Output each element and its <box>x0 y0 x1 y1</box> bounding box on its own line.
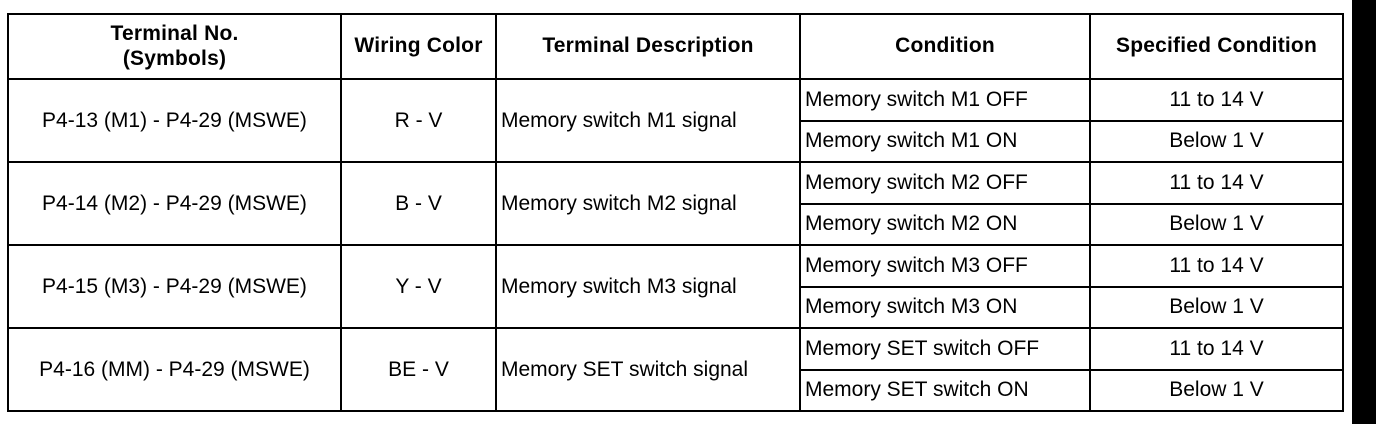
terminal-cell: P4-15 (M3) - P4-29 (MSWE) <box>7 244 342 329</box>
table-row: P4-15 (M3) - P4-29 (MSWE) Y - V Memory s… <box>7 244 1344 329</box>
condition-cell: Memory switch M2 OFF <box>799 161 1091 205</box>
table-row: P4-16 (MM) - P4-29 (MSWE) BE - V Memory … <box>7 327 1344 412</box>
table-row: Memory switch M1 ON Below 1 V <box>8 119 1344 163</box>
header-specified-condition: Specified Condition <box>1089 13 1344 80</box>
table-header-row: Terminal No. (Symbols) Wiring Color Term… <box>7 13 1344 80</box>
wiring-color-cell: R - V <box>340 78 497 163</box>
specified-cell: Below 1 V <box>1089 285 1344 329</box>
header-wiring-color: Wiring Color <box>340 13 497 80</box>
specified-cell: 11 to 14 V <box>1089 78 1344 122</box>
specified-cell: 11 to 14 V <box>1089 327 1344 371</box>
specified-cell: Below 1 V <box>1089 119 1344 163</box>
wiring-color-cell: BE - V <box>340 327 497 412</box>
specified-cell: Below 1 V <box>1089 368 1344 412</box>
table-row: P4-13 (M1) - P4-29 (MSWE) R - V Memory s… <box>7 78 1344 163</box>
terminal-cell: P4-14 (M2) - P4-29 (MSWE) <box>7 161 342 246</box>
header-terminal-description: Terminal Description <box>495 13 801 80</box>
header-terminal-line1: Terminal No. <box>110 22 239 46</box>
table-row: Memory switch M3 ON Below 1 V <box>8 285 1344 329</box>
terminal-cell: P4-13 (M1) - P4-29 (MSWE) <box>7 78 342 163</box>
table-row: P4-14 (M2) - P4-29 (MSWE) B - V Memory s… <box>7 161 1344 246</box>
specified-cell: Below 1 V <box>1089 202 1344 246</box>
condition-cell: Memory switch M3 ON <box>799 285 1091 329</box>
table-row: Memory switch M2 ON Below 1 V <box>8 202 1344 246</box>
wiring-color-cell: B - V <box>340 161 497 246</box>
terminal-spec-table: Terminal No. (Symbols) Wiring Color Term… <box>7 13 1344 412</box>
condition-cell: Memory SET switch OFF <box>799 327 1091 371</box>
specified-cell: 11 to 14 V <box>1089 161 1344 205</box>
description-cell: Memory switch M2 signal <box>495 161 801 246</box>
condition-cell: Memory switch M3 OFF <box>799 244 1091 288</box>
condition-cell: Memory SET switch ON <box>799 368 1091 412</box>
description-cell: Memory switch M3 signal <box>495 244 801 329</box>
description-cell: Memory switch M1 signal <box>495 78 801 163</box>
description-cell: Memory SET switch signal <box>495 327 801 412</box>
condition-cell: Memory switch M1 ON <box>799 119 1091 163</box>
table-row: Memory SET switch ON Below 1 V <box>8 368 1344 412</box>
condition-cell: Memory switch M2 ON <box>799 202 1091 246</box>
specified-cell: 11 to 14 V <box>1089 244 1344 288</box>
wiring-color-cell: Y - V <box>340 244 497 329</box>
right-edge-bar <box>1352 0 1376 424</box>
header-terminal-line2: (Symbols) <box>122 46 227 70</box>
terminal-cell: P4-16 (MM) - P4-29 (MSWE) <box>7 327 342 412</box>
header-condition: Condition <box>799 13 1091 80</box>
condition-cell: Memory switch M1 OFF <box>799 78 1091 122</box>
header-terminal-no: Terminal No. (Symbols) <box>7 13 342 80</box>
